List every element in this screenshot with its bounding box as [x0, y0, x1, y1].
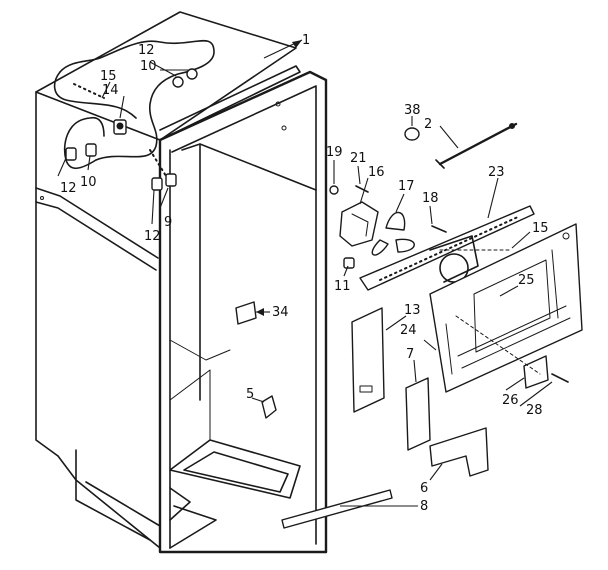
callout-13: 13	[404, 303, 421, 318]
callout-18: 18	[422, 191, 439, 206]
callout-12-left: 12	[60, 181, 77, 196]
callout-16: 16	[368, 165, 385, 180]
fan-assembly	[281, 122, 583, 529]
callout-leaders	[57, 39, 553, 507]
callout-7: 7	[406, 347, 414, 362]
callout-5: 5	[246, 387, 254, 402]
callout-15-right: 15	[532, 221, 549, 236]
cabinet-hardware	[65, 68, 277, 419]
callout-26: 26	[502, 393, 519, 408]
callout-34: 34	[272, 305, 289, 320]
callout-8: 8	[420, 499, 428, 514]
callout-23: 23	[488, 165, 505, 180]
callout-25: 25	[518, 273, 535, 288]
callout-19: 19	[326, 145, 343, 160]
callout-14: 14	[102, 83, 119, 98]
callout-12-lower: 12	[144, 229, 161, 244]
callout-12-top: 12	[138, 43, 155, 58]
callout-2: 2	[424, 117, 432, 132]
callout-21: 21	[350, 151, 367, 166]
callout-15-top: 15	[100, 69, 117, 84]
callout-10-top: 10	[140, 59, 157, 74]
callout-24: 24	[400, 323, 417, 338]
cabinet-shell	[35, 11, 328, 554]
callout-6: 6	[420, 481, 428, 496]
callout-11: 11	[334, 279, 351, 294]
callout-1: 1	[302, 33, 310, 48]
callout-17: 17	[398, 179, 415, 194]
callout-38: 38	[404, 103, 421, 118]
callout-28: 28	[526, 403, 543, 418]
callout-9: 9	[164, 215, 172, 230]
callout-labels: 1 38 2 12 10 15 14 12 10 9 12 19 21 16 1…	[60, 33, 549, 514]
callout-10-left: 10	[80, 175, 97, 190]
refrigerant-tubing	[53, 39, 215, 177]
